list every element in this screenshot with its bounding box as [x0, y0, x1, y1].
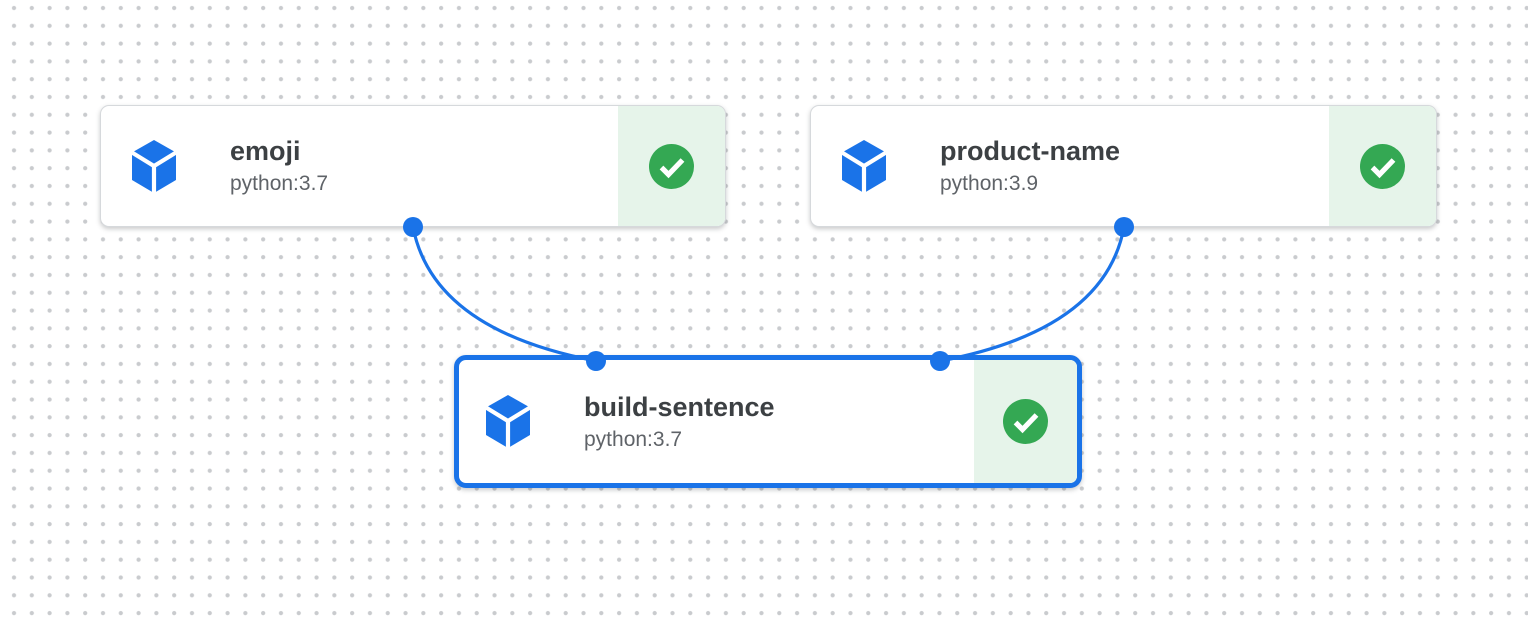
status-panel: [974, 360, 1077, 483]
node-title: emoji: [230, 136, 301, 166]
success-check-icon: [1003, 399, 1048, 444]
pipeline-node-product-name[interactable]: product-name python:3.9: [810, 105, 1437, 227]
package-cube-icon: [840, 139, 888, 193]
pipeline-node-emoji[interactable]: emoji python:3.7: [100, 105, 726, 227]
edge-emoji-to-build-sentence: [411, 226, 597, 363]
node-title: product-name: [940, 136, 1121, 166]
node-image-tag: python:3.7: [584, 427, 683, 451]
node-image-tag: python:3.7: [230, 172, 329, 195]
status-panel: [1329, 106, 1436, 226]
edge-product-name-to-build-sentence: [939, 226, 1126, 363]
node-meta: emoji python:3.7: [230, 136, 328, 196]
package-cube-icon: [484, 395, 532, 448]
node-title: build-sentence: [584, 391, 775, 422]
pipeline-node-build-sentence[interactable]: build-sentence python:3.7: [454, 355, 1082, 488]
package-cube-icon: [130, 139, 178, 193]
node-meta: build-sentence python:3.7: [584, 392, 775, 452]
success-check-icon: [649, 143, 694, 189]
node-image-tag: python:3.9: [940, 172, 1039, 195]
success-check-icon: [1360, 143, 1405, 189]
node-meta: product-name python:3.9: [940, 136, 1120, 196]
status-panel: [618, 106, 725, 226]
